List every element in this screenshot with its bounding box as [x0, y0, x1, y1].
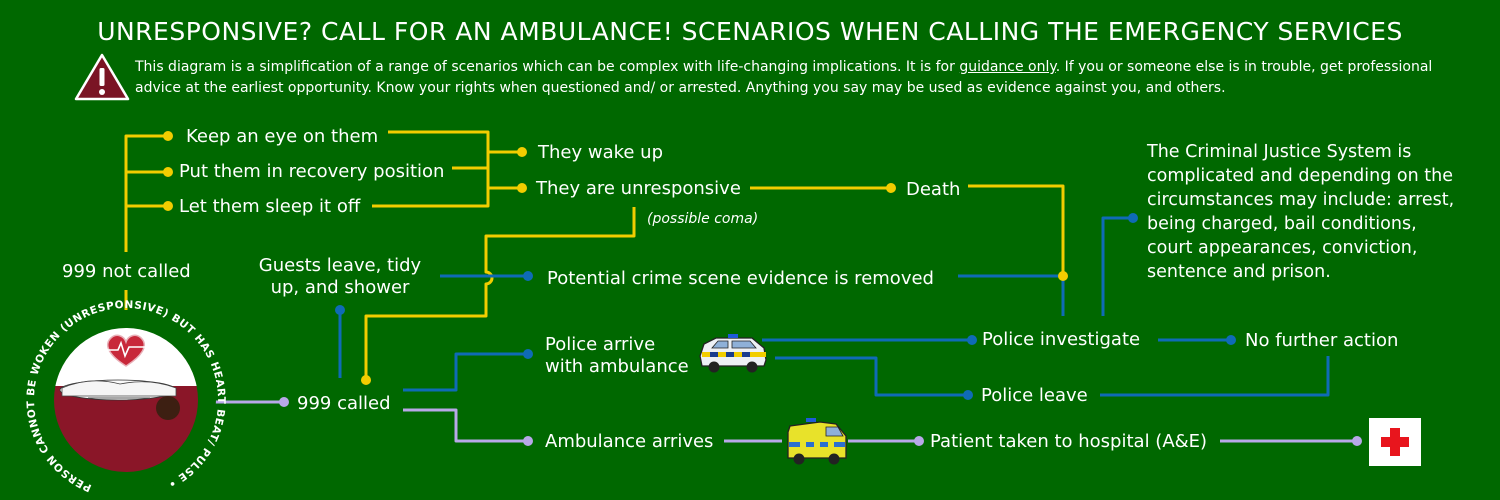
page-title: UNRESPONSIVE? CALL FOR AN AMBULANCE! SCE… [97, 17, 1403, 46]
node-wake-up: They wake up [538, 142, 664, 163]
node-keep-eye: Keep an eye on them [186, 126, 379, 147]
blue-dots [335, 213, 1236, 400]
node-guests-leave: Guests leave, tidy up, and shower [255, 255, 425, 299]
node-ambulance-arrives: Ambulance arrives [545, 431, 714, 452]
guests-line-1: Guests leave, tidy [258, 255, 422, 276]
guidance-link[interactable]: guidance only [959, 59, 1056, 75]
disclaimer-text: This diagram is a simplification of a ra… [135, 57, 1435, 99]
guests-line-2: up, and shower [270, 277, 410, 298]
node-police-leave: Police leave [981, 385, 1088, 406]
police-amb-line-1: Police arrive [545, 334, 656, 355]
yellow-dots [163, 131, 1068, 385]
lilac-dots [279, 397, 1362, 446]
node-police-investigate: Police investigate [982, 329, 1141, 350]
node-evidence-removed: Potential crime scene evidence is remove… [547, 268, 934, 289]
node-possible-coma: (possible coma) [647, 211, 759, 227]
node-sleep-it-off: Let them sleep it off [179, 196, 361, 217]
node-999-not-called: 999 not called [62, 261, 191, 282]
node-police-ambulance: Police arrive with ambulance [545, 334, 689, 378]
hospital-icon [1369, 418, 1421, 466]
node-hospital: Patient taken to hospital (A&E) [930, 431, 1208, 452]
warning-icon [74, 53, 130, 101]
ambulance-icon [787, 418, 847, 465]
lilac-connectors [215, 400, 1356, 443]
disclaimer-pre: This diagram is a simplification of a ra… [135, 59, 960, 75]
blue-connectors [338, 216, 1330, 397]
node-999-called: 999 called [297, 393, 391, 414]
node-no-further-action: No further action [1245, 330, 1399, 351]
disclaimer-post: . If you or someone else is in trouble, … [135, 59, 1433, 96]
node-recovery-position: Put them in recovery position [179, 161, 445, 182]
node-unresponsive: They are unresponsive [536, 178, 741, 199]
node-death: Death [906, 179, 961, 200]
police-amb-line-2: with ambulance [545, 356, 689, 377]
yellow-connectors [124, 130, 1065, 378]
unresponsive-badge: PERSON CANNOT BE WOKEN (UNRESPONSIVE) BU… [25, 299, 227, 494]
criminal-justice-note: The Criminal Justice System is complicat… [1147, 142, 1455, 282]
police-car-icon [699, 334, 767, 373]
